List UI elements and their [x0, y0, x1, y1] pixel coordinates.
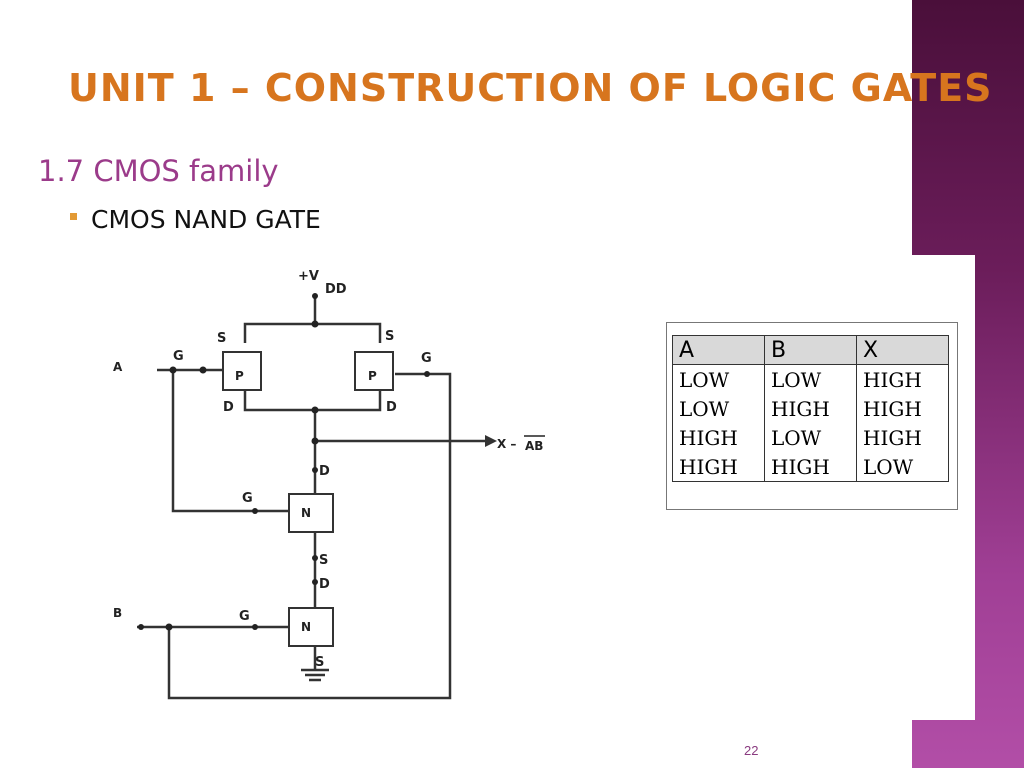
square-bullet-icon — [70, 213, 77, 220]
gate-label-pa: G — [173, 349, 184, 364]
section-heading: 1.7 CMOS family — [38, 154, 279, 188]
truth-table: A B X LOW LOW HIGH LOW HIGH HIGH HIGH LO… — [672, 335, 949, 482]
table-cell: HIGH — [672, 423, 765, 452]
nmos-b-label: N — [301, 620, 311, 634]
drain-label-nb: D — [319, 577, 330, 592]
table-cell: LOW — [856, 452, 949, 482]
table-cell: LOW — [672, 394, 765, 423]
drain-label-pb: D — [386, 400, 397, 415]
table-cell: HIGH — [764, 394, 857, 423]
cmos-nand-circuit-diagram: +V DD P P N N G G G G S S D D D S D S A … — [113, 269, 545, 700]
pmos-b-label: P — [368, 369, 377, 383]
table-cell: HIGH — [856, 423, 949, 452]
table-cell: LOW — [764, 364, 857, 394]
table-row: HIGH LOW HIGH — [672, 423, 949, 452]
bullet-item: CMOS NAND GATE — [70, 205, 321, 234]
drain-label-na: D — [319, 464, 330, 479]
truth-table-header: A B X — [672, 335, 949, 365]
table-cell: HIGH — [764, 452, 857, 482]
output-expression: AB — [525, 439, 543, 453]
output-label: X – — [497, 437, 516, 451]
table-cell: HIGH — [856, 394, 949, 423]
table-cell: LOW — [764, 423, 857, 452]
source-label-nb: S — [315, 655, 324, 670]
header-x: X — [856, 335, 949, 365]
nmos-a-label: N — [301, 506, 311, 520]
source-label-pa: S — [217, 331, 226, 346]
table-row: LOW HIGH HIGH — [672, 394, 949, 423]
source-label-pb: S — [385, 329, 394, 344]
page-number: 22 — [744, 743, 759, 758]
input-b-label: B — [113, 606, 122, 620]
gate-label-nb: G — [239, 609, 250, 624]
source-label-na: S — [319, 553, 328, 568]
gate-label-na: G — [242, 491, 253, 506]
gate-label-pb: G — [421, 351, 432, 366]
table-cell: LOW — [672, 364, 765, 394]
header-b: B — [764, 335, 857, 365]
input-a-label: A — [113, 360, 123, 374]
table-cell: HIGH — [672, 452, 765, 482]
slide-title: UNIT 1 – CONSTRUCTION OF LOGIC GATES — [68, 66, 993, 110]
pmos-a-label: P — [235, 369, 244, 383]
table-row: HIGH HIGH LOW — [672, 452, 949, 482]
table-cell: HIGH — [856, 364, 949, 394]
vdd-label: +V — [298, 269, 319, 284]
vdd-subscript: DD — [325, 282, 347, 297]
bullet-text: CMOS NAND GATE — [91, 205, 321, 234]
table-row: LOW LOW HIGH — [672, 364, 949, 394]
header-a: A — [672, 335, 765, 365]
drain-label-pa: D — [223, 400, 234, 415]
